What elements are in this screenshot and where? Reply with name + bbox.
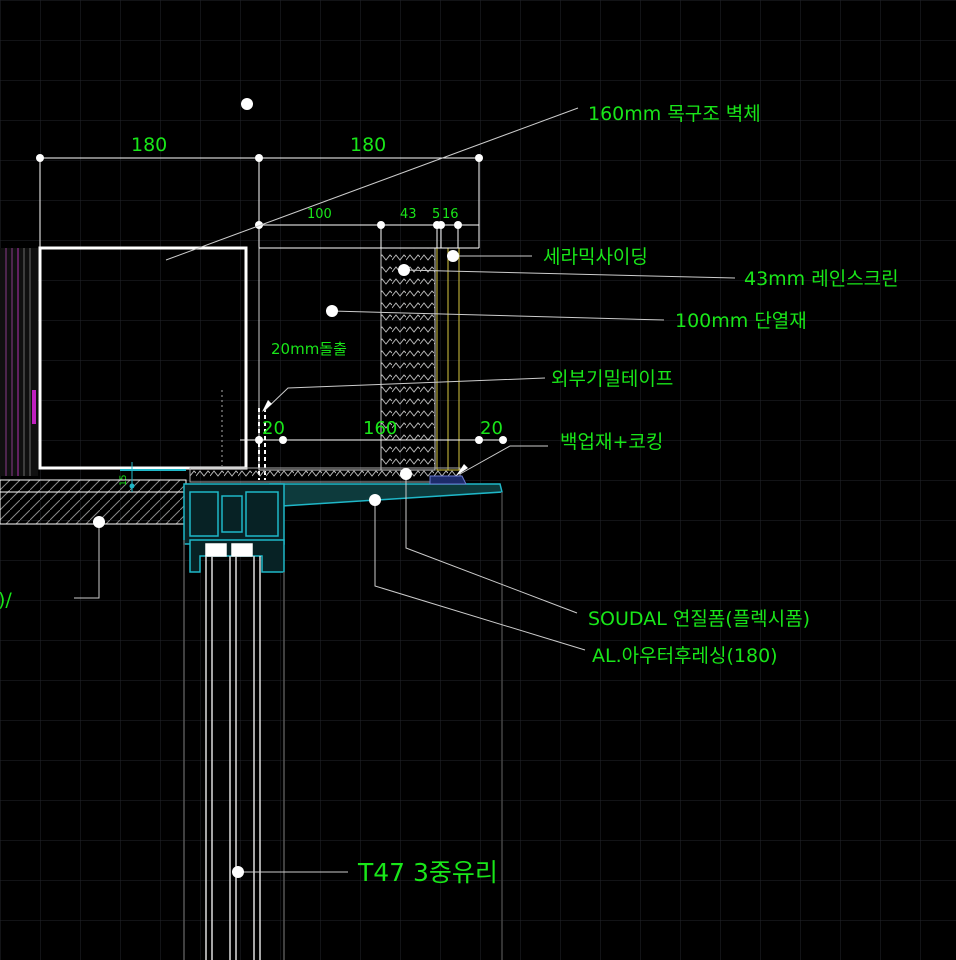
dim-sub-16: 16	[442, 207, 459, 222]
triple-glass	[183, 492, 503, 960]
dim-bottom-160: 160	[363, 418, 397, 439]
label-wood-wall: 160mm 목구조 벽체	[588, 103, 761, 125]
dim-sub-43: 43	[400, 207, 417, 222]
dim-sub-100: 100	[307, 207, 332, 222]
timber-wall-box	[38, 246, 248, 470]
rainscreen-layer	[380, 247, 436, 471]
dim-bottom-20-right: 20	[480, 418, 503, 439]
wall-layers-left	[0, 248, 38, 476]
label-cut-left: )/	[0, 589, 12, 611]
dim-small-15: 15	[119, 475, 129, 486]
window-frame	[183, 483, 285, 573]
label-insulation: 100mm 단열재	[675, 310, 807, 332]
leader-lines	[74, 107, 736, 873]
label-soudal-foam: SOUDAL 연질폼(플렉시폼)	[588, 608, 810, 630]
dim-bottom-20-left: 20	[262, 418, 285, 439]
label-glass: T47 3중유리	[357, 858, 498, 887]
dim-protrusion: 20mm돌출	[271, 340, 347, 358]
label-ceramic-siding: 세라믹사이딩	[543, 246, 648, 268]
label-al-outer-frame: AL.아우터후레싱(180)	[592, 645, 778, 667]
top-dimension-dots	[36, 98, 483, 229]
dim-top-right: 180	[350, 134, 386, 156]
tape-arrow	[262, 400, 272, 412]
label-backup-caulking: 백업재+코킹	[560, 431, 663, 453]
soudal-foam-strip	[189, 467, 461, 483]
floor-slab	[0, 462, 187, 525]
dim-top-left: 180	[131, 134, 167, 156]
label-airtight-tape: 외부기밀테이프	[551, 368, 673, 390]
label-rainscreen: 43mm 레인스크린	[744, 268, 899, 290]
dim-sub-5: 5	[432, 207, 440, 222]
leader-dots	[93, 250, 459, 878]
caulking-arrow	[456, 464, 468, 476]
bottom-dimension-dots	[255, 436, 507, 444]
